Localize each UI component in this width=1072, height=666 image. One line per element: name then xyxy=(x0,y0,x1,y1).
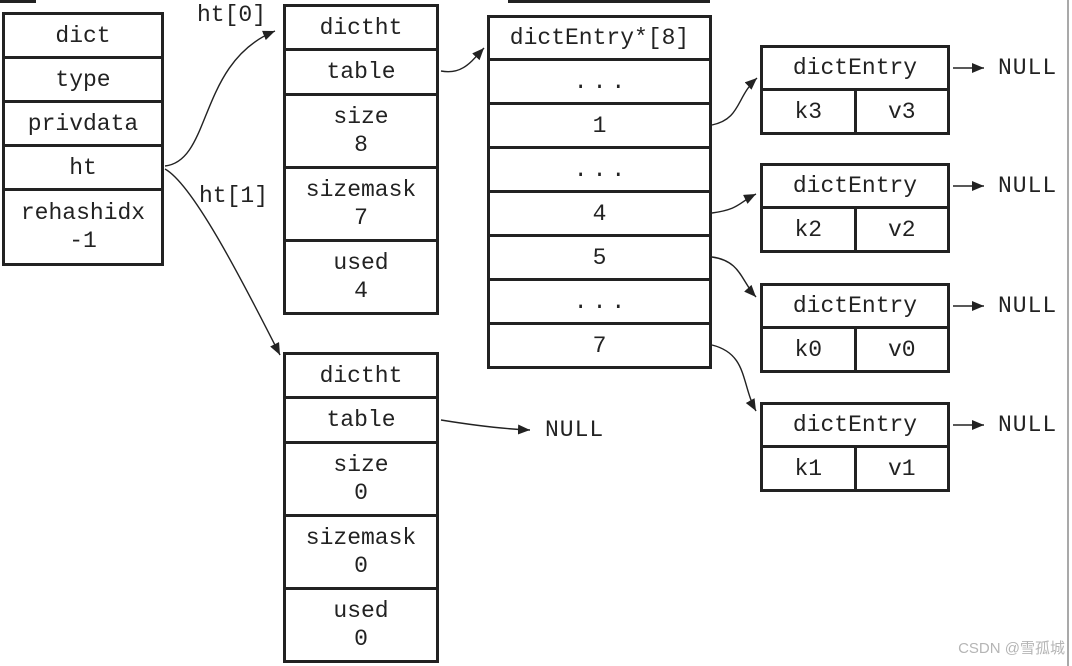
dictht0-title: dictht xyxy=(319,14,403,41)
dict-struct-title: dict xyxy=(55,22,111,49)
dictht1-field-table: table xyxy=(286,396,436,441)
arrow-table0-to-bucket-array xyxy=(440,47,485,73)
used-label: used xyxy=(333,250,389,276)
size-label: size xyxy=(333,104,389,130)
entry-key: k3 xyxy=(794,98,823,125)
dictht1-title: dictht xyxy=(319,362,403,389)
ht0-pointer-label: ht[0] xyxy=(197,2,267,28)
null-label-entry-k1: NULL xyxy=(998,412,1058,438)
sizemask-label: sizemask xyxy=(305,177,417,203)
rehashidx-label: rehashidx xyxy=(20,200,146,226)
size-value: 8 xyxy=(354,132,368,158)
dictentry-title: dictEntry xyxy=(792,293,918,319)
entry-key: k0 xyxy=(794,336,823,363)
sizemask-value: 7 xyxy=(354,205,368,231)
used-label: used xyxy=(333,598,389,624)
rehashidx-value: -1 xyxy=(69,228,97,254)
dictentry-k2-box: dictEntry k2 v2 xyxy=(760,163,950,253)
dictentry-kv-row: k0 v0 xyxy=(763,326,947,370)
dictht1-field-sizemask: sizemask 0 xyxy=(286,514,436,587)
size-value: 0 xyxy=(354,480,368,506)
arrow-bucket1-to-entry-k3 xyxy=(711,77,758,126)
size-label: size xyxy=(333,452,389,478)
image-right-border xyxy=(1067,0,1069,666)
entry-value: v2 xyxy=(853,209,948,250)
dictentry-kv-row: k1 v1 xyxy=(763,445,947,489)
dictentry-kv-row: k3 v3 xyxy=(763,88,947,132)
dictht1-field-size: size 0 xyxy=(286,441,436,514)
dict-struct-box: dict type privdata ht rehashidx -1 xyxy=(2,12,164,266)
entry-value: v1 xyxy=(853,448,948,489)
bucket-array-box: dictEntry*[8] ... 1 ... 4 5 ... 7 xyxy=(487,15,712,369)
sizemask-label: sizemask xyxy=(305,525,417,551)
ht1-pointer-label: ht[1] xyxy=(199,183,269,209)
entry-key: k1 xyxy=(794,455,823,482)
dictentry-k0-box: dictEntry k0 v0 xyxy=(760,283,950,373)
dictentry-k1-box: dictEntry k1 v1 xyxy=(760,402,950,492)
entry-key: k2 xyxy=(794,216,823,243)
bucket-cell-ellipsis: ... xyxy=(490,278,709,322)
arrow-bucket7-to-entry-k1 xyxy=(711,344,757,412)
dictht0-struct-box: dictht table size 8 sizemask 7 used 4 xyxy=(283,4,439,315)
dictht1-struct-box: dictht table size 0 sizemask 0 used 0 xyxy=(283,352,439,663)
entry-value: v3 xyxy=(853,91,948,132)
dictentry-title: dictEntry xyxy=(792,412,918,438)
arrow-table1-to-null xyxy=(440,419,531,435)
bucket-cell-ellipsis: ... xyxy=(490,58,709,102)
bucket-cell-ellipsis: ... xyxy=(490,146,709,190)
bucket-cell-7: 7 xyxy=(490,322,709,366)
used-value: 0 xyxy=(354,626,368,652)
dictentry-k3-box: dictEntry k3 v3 xyxy=(760,45,950,135)
null-label-entry-k0: NULL xyxy=(998,293,1058,319)
dict-field-privdata: privdata xyxy=(5,100,161,144)
bucket-cell-4: 4 xyxy=(490,190,709,234)
entry-value: v0 xyxy=(853,329,948,370)
null-label-ht1-table: NULL xyxy=(545,417,605,443)
dictht0-field-used: used 4 xyxy=(286,239,436,312)
null-label-entry-k3: NULL xyxy=(998,55,1058,81)
null-label-entry-k2: NULL xyxy=(998,173,1058,199)
dictentry-kv-row: k2 v2 xyxy=(763,206,947,250)
top-crop-line-middle xyxy=(508,0,710,3)
arrow-bucket4-to-entry-k2 xyxy=(711,193,757,214)
sizemask-value: 0 xyxy=(354,553,368,579)
top-crop-line-left xyxy=(0,0,36,3)
dictentry-title: dictEntry xyxy=(792,55,918,81)
used-value: 4 xyxy=(354,278,368,304)
dictht0-field-sizemask: sizemask 7 xyxy=(286,166,436,239)
dict-field-rehashidx: rehashidx -1 xyxy=(5,188,161,263)
bucket-cell-5: 5 xyxy=(490,234,709,278)
arrow-ht-to-dictht0 xyxy=(164,30,276,167)
csdn-watermark: CSDN @雪孤城 xyxy=(958,640,1065,657)
dict-field-type: type xyxy=(5,56,161,100)
dictht1-field-used: used 0 xyxy=(286,587,436,660)
dict-field-ht: ht xyxy=(5,144,161,188)
dictht0-field-table: table xyxy=(286,48,436,93)
dictht0-field-size: size 8 xyxy=(286,93,436,166)
bucket-cell-1: 1 xyxy=(490,102,709,146)
arrow-bucket5-to-entry-k0 xyxy=(711,256,757,298)
bucket-array-header: dictEntry*[8] xyxy=(509,25,690,51)
dictentry-title: dictEntry xyxy=(792,173,918,199)
